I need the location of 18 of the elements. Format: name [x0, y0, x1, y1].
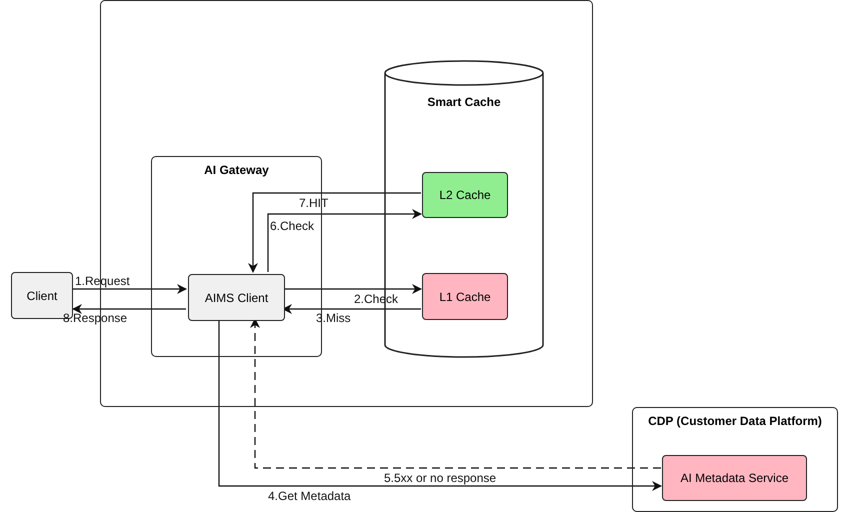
process-box: L1 Cache — [422, 273, 508, 320]
group-title: AI Gateway — [203, 163, 270, 177]
arrow — [72, 304, 186, 314]
platform-box — [632, 407, 838, 512]
dashed-arrow — [250, 318, 661, 469]
process-box: AIMS Client — [188, 274, 285, 321]
process-box: L2 Cache — [422, 172, 508, 218]
arrow — [218, 319, 662, 491]
arrow — [73, 284, 187, 294]
arrow — [248, 192, 421, 273]
group-title: CDP (Customer Data Platform) — [647, 414, 823, 428]
process-box: AI Metadata Service — [662, 455, 807, 501]
group-title: Smart Cache — [426, 95, 502, 109]
arrow — [267, 209, 422, 272]
edge-label: 4.Get Metadata — [268, 490, 351, 502]
edge-label: 6.Check — [270, 220, 314, 232]
edge-label: 5.5xx or no response — [384, 472, 496, 484]
arrow — [283, 284, 422, 294]
